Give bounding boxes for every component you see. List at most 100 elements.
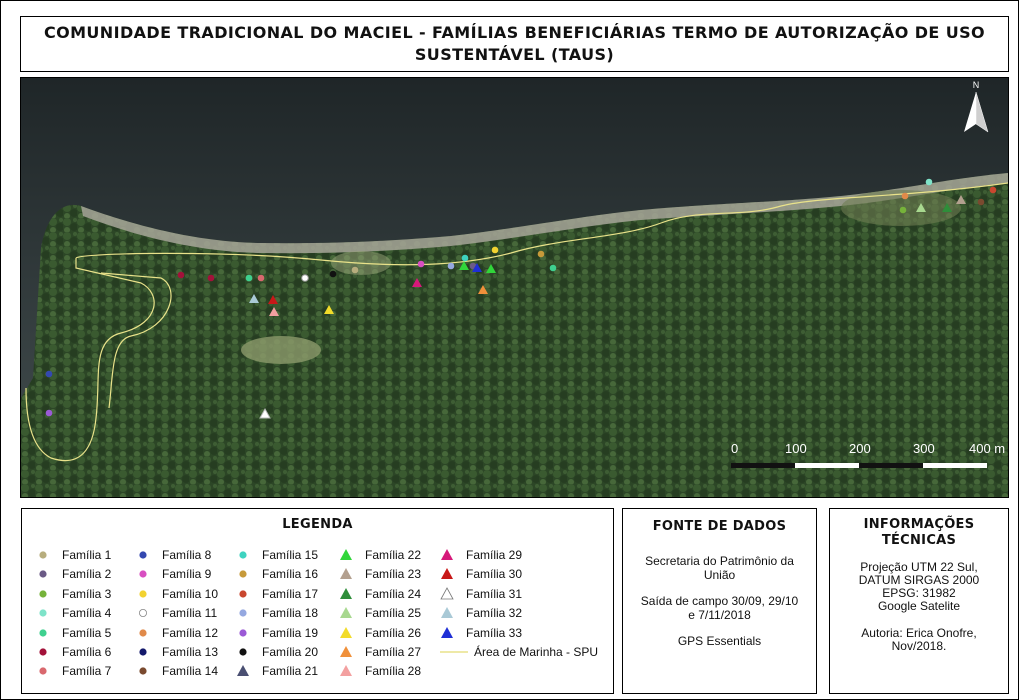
family-circle-marker[interactable] — [899, 206, 907, 214]
legend-item: Família 10 — [136, 586, 218, 602]
circle-marker-icon — [36, 567, 50, 581]
legend-item-label: Família 31 — [466, 586, 523, 601]
triangle-marker-icon — [440, 567, 454, 581]
legend-item-label: Família 8 — [162, 548, 212, 562]
circle-marker-icon — [236, 587, 250, 601]
circle-marker-icon — [136, 606, 150, 620]
legend-item: Família 25 — [339, 605, 421, 621]
family-circle-marker[interactable] — [977, 198, 985, 206]
circle-marker-icon — [136, 567, 150, 581]
north-arrow-icon: N — [964, 80, 989, 133]
family-circle-marker[interactable] — [491, 246, 499, 254]
title-box: COMUNIDADE TRADICIONAL DO MACIEL - FAMÍL… — [20, 16, 1009, 72]
satellite-map: N 0 100 200 300 400 m — [21, 78, 1008, 497]
family-circle-marker[interactable] — [461, 254, 469, 262]
triangle-marker-icon — [339, 626, 353, 640]
legend-item: Família 32 — [440, 605, 522, 621]
legend-item-label: Área de Marinha - SPU — [474, 645, 599, 659]
family-triangle-marker[interactable] — [259, 407, 271, 419]
legend-title: LEGENDA — [282, 517, 353, 532]
legend-item-label: Família 17 — [262, 586, 319, 601]
legend-item-label: Família 27 — [365, 645, 422, 659]
family-circle-marker[interactable] — [45, 370, 53, 378]
family-circle-marker[interactable] — [537, 250, 545, 258]
family-triangle-marker[interactable] — [472, 263, 482, 272]
data-source-title: FONTE DE DADOS — [652, 519, 787, 534]
family-triangle-marker[interactable] — [486, 264, 496, 273]
family-circle-marker[interactable] — [447, 262, 455, 270]
family-triangle-marker[interactable] — [942, 203, 952, 212]
legend-item: Família 19 — [236, 625, 318, 641]
triangle-marker-icon — [339, 587, 353, 601]
family-circle-marker[interactable] — [329, 270, 337, 278]
technical-info-line: EPSG: 31982 — [882, 586, 956, 600]
legend-item-label: Família 15 — [262, 548, 319, 562]
technical-info-line: DATUM SIRGAS 2000 — [858, 573, 980, 587]
legend-item-label: Família 22 — [365, 548, 422, 562]
family-circle-marker[interactable] — [207, 274, 215, 282]
legend-item-label: Família 7 — [62, 664, 112, 679]
scale-label-100: 100 — [785, 441, 807, 456]
family-triangle-marker[interactable] — [249, 294, 259, 303]
legend-item-label: Família 20 — [262, 645, 319, 659]
family-triangle-marker[interactable] — [478, 285, 488, 294]
author-line: Nov/2018. — [891, 639, 947, 653]
legend-item: Família 18 — [236, 605, 318, 621]
data-source-line: Secretaria do Patrimônio da União — [645, 554, 794, 582]
family-triangle-marker[interactable] — [324, 305, 334, 314]
legend-item: Família 3 — [36, 586, 111, 602]
legend-item-label: Família 3 — [62, 586, 112, 601]
family-circle-marker[interactable] — [417, 260, 425, 268]
family-circle-marker[interactable] — [989, 186, 997, 194]
legend-item-label: Família 29 — [466, 548, 523, 562]
family-circle-marker[interactable] — [351, 266, 359, 274]
family-circle-marker[interactable] — [257, 274, 265, 282]
legend-item-label: Família 4 — [62, 606, 112, 621]
circle-marker-icon — [236, 548, 250, 562]
circle-marker-icon — [36, 645, 50, 659]
area-marinha-boundary-inner — [100, 272, 172, 409]
family-circle-marker[interactable] — [245, 274, 253, 282]
legend-item: Família 11 — [136, 605, 217, 621]
legend-item: Família 17 — [236, 586, 318, 602]
legend-item-label: Família 30 — [466, 567, 523, 582]
family-triangle-marker[interactable] — [269, 307, 279, 316]
legend-item-label: Família 26 — [365, 625, 422, 640]
legend-item: Família 24 — [339, 586, 421, 602]
circle-marker-icon — [136, 548, 150, 562]
family-circle-marker[interactable] — [901, 192, 909, 200]
family-circle-marker[interactable] — [177, 271, 185, 279]
technical-info-box: INFORMAÇÕES TÉCNICAS Projeção UTM 22 Sul… — [829, 508, 1009, 694]
clearing — [241, 336, 321, 364]
circle-marker-icon — [236, 645, 250, 659]
family-circle-marker[interactable] — [301, 274, 309, 282]
legend-item: Família 14 — [136, 663, 218, 679]
legend-item-label: Família 5 — [62, 625, 112, 640]
scale-label-300: 300 — [913, 441, 935, 456]
family-triangle-marker[interactable] — [459, 261, 469, 270]
map-title: COMUNIDADE TRADICIONAL DO MACIEL - FAMÍL… — [43, 23, 986, 64]
legend-item-label: Família 18 — [262, 606, 319, 621]
family-circle-marker[interactable] — [45, 409, 53, 417]
circle-marker-icon — [236, 626, 250, 640]
map-canvas[interactable]: N 0 100 200 300 400 m — [20, 77, 1009, 498]
family-triangle-marker[interactable] — [412, 278, 422, 287]
family-triangle-marker[interactable] — [916, 203, 926, 212]
legend-item-label: Família 2 — [62, 567, 112, 582]
legend-item-label: Família 6 — [62, 645, 112, 659]
family-triangle-marker[interactable] — [268, 295, 278, 304]
legend-item: Família 27 — [339, 644, 421, 660]
circle-marker-icon — [136, 664, 150, 678]
legend-item: Família 12 — [136, 625, 218, 641]
family-circle-marker[interactable] — [925, 178, 933, 186]
scale-bar: 0 100 200 300 400 m — [731, 441, 1005, 468]
family-circle-marker[interactable] — [549, 264, 557, 272]
legend-item: Família 21 — [236, 663, 318, 679]
circle-marker-icon — [36, 548, 50, 562]
circle-marker-icon — [236, 606, 250, 620]
legend-item: Família 16 — [236, 566, 318, 582]
legend-item: Área de Marinha - SPU — [440, 644, 598, 660]
family-triangle-marker[interactable] — [956, 195, 966, 204]
legend-item-label: Família 16 — [262, 567, 319, 582]
